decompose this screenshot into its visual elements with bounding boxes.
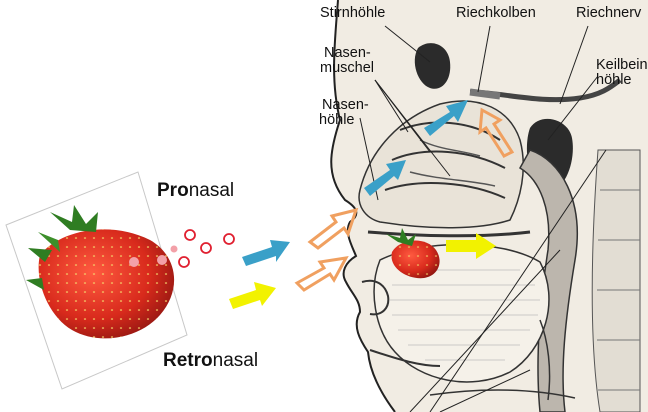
strawberry-photo-card (6, 172, 187, 389)
label-pronasal-rest: nasal (189, 180, 234, 201)
label-pronasal-bold: Pro (157, 180, 189, 201)
label-keilbeinhoehle-line1: Keilbein- (596, 58, 648, 73)
label-pronasal: Pronasal (157, 180, 234, 202)
label-retronasal-bold: Retro (163, 350, 213, 371)
label-keilbeinhoehle-line2: höhle (596, 73, 631, 88)
label-nasenhoehle-line1: Nasen- (322, 98, 369, 113)
label-riechnerv: Riechnerv (576, 6, 641, 21)
label-riechkolben: Riechkolben (456, 6, 536, 21)
label-nasenhoehle-line2: höhle (319, 113, 354, 128)
label-retronasal-rest: nasal (213, 350, 258, 371)
label-retronasal: Retronasal (163, 350, 258, 372)
label-nasenmuschel-line2: muschel (320, 61, 374, 76)
label-stirnhoehle: Stirnhöhle (320, 6, 385, 21)
label-nasenmuschel-line1: Nasen- (324, 46, 371, 61)
